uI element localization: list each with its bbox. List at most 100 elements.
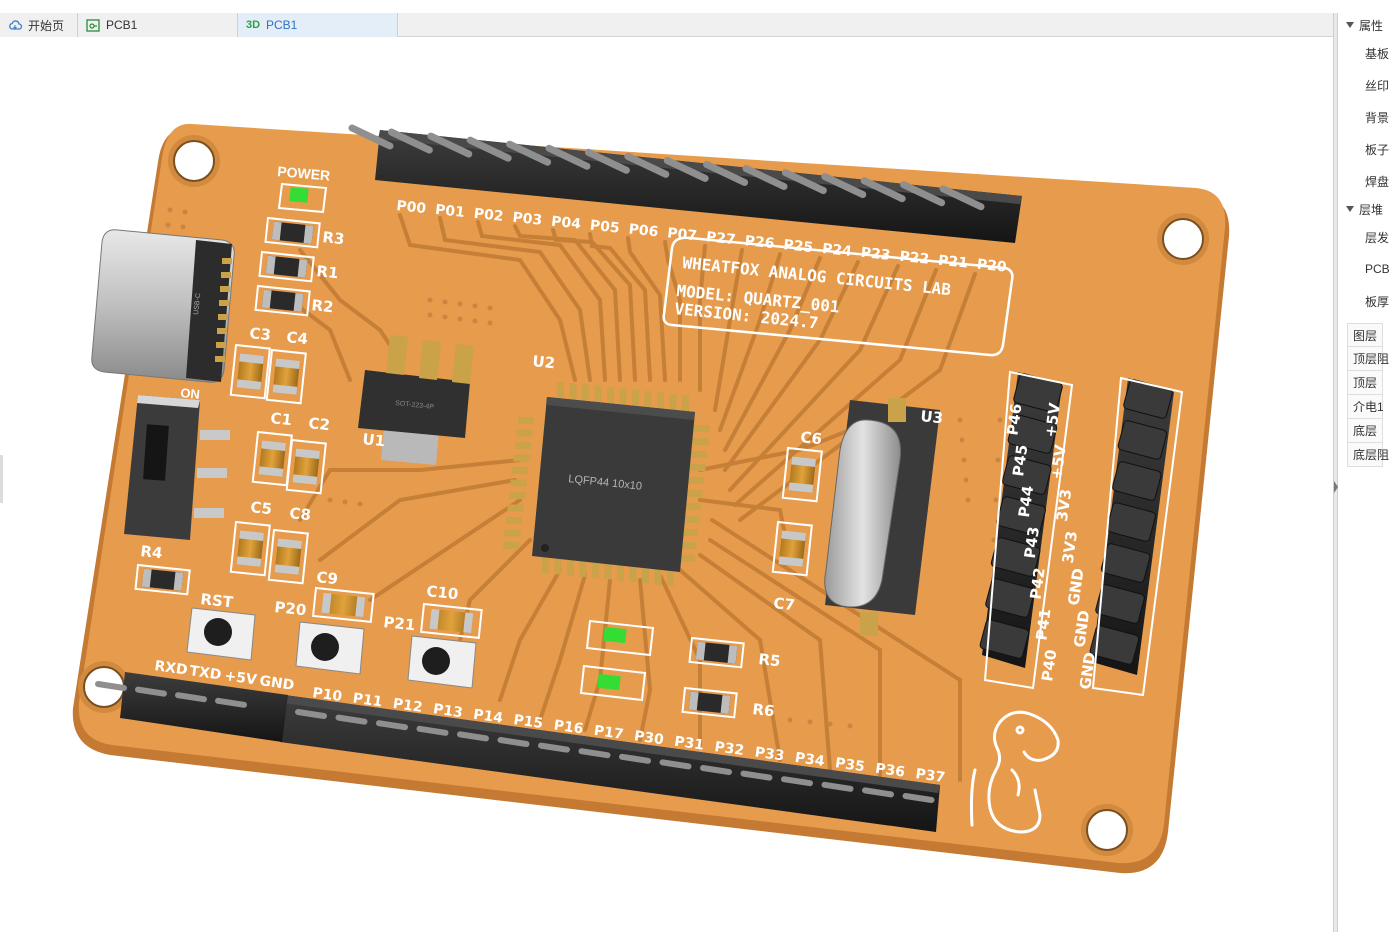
chip-pin [680, 542, 697, 549]
chip-pin [685, 503, 701, 510]
layer-row[interactable]: 顶层 [1347, 371, 1383, 395]
chip-pin [507, 504, 524, 512]
header-pin [860, 177, 906, 203]
header-pin [821, 781, 854, 792]
chip-pin [688, 477, 704, 484]
prop-row[interactable]: 板子 [1365, 142, 1390, 157]
prop-row[interactable]: 焊盘 [1365, 174, 1390, 189]
capacitor-pad [463, 612, 474, 634]
resistor-pad [688, 691, 699, 711]
silk-label: P41 [1032, 607, 1054, 641]
capacitor-pad [791, 456, 817, 467]
header-pin [1117, 420, 1168, 460]
chip-pin [582, 384, 589, 401]
header-pin [387, 128, 433, 154]
prop-row[interactable]: PCB [1365, 262, 1390, 276]
resistor-outline [134, 563, 191, 596]
chip-pin [542, 557, 549, 573]
chip-pin [682, 529, 698, 536]
tab-pcb1[interactable]: PCB1 [78, 13, 238, 37]
mcu-u2: LQFP44 10x10 [503, 382, 710, 586]
silk-label: C2 [308, 414, 331, 434]
panel-splitter[interactable] [1333, 13, 1338, 932]
prop-row[interactable]: 基板 [1365, 46, 1390, 61]
3d-viewport[interactable]: WHEATFOX ANALOG CIRCUITS LAB MODEL: QUAR… [3, 37, 1333, 932]
chip-pin [619, 388, 627, 405]
capacitor-pad [236, 379, 262, 390]
tactile-buttons [186, 607, 477, 689]
resistor-pad [173, 571, 184, 591]
silk-label: P07 [666, 225, 697, 244]
capacitor-pad [236, 556, 262, 567]
regulator-u1: SOT-223-4P [358, 335, 474, 465]
silk-label: R4 [140, 542, 164, 562]
silk-label: C10 [426, 582, 460, 603]
silk-label: P14 [472, 707, 504, 727]
silk-label: P13 [432, 701, 464, 721]
silk-label: P45 [1009, 443, 1031, 477]
slide-switch: ON [124, 385, 230, 540]
silk-label: P21 [937, 253, 968, 272]
left-collapse-handle[interactable] [0, 455, 3, 503]
prop-row[interactable]: 层发 [1365, 230, 1390, 245]
silk-label: C8 [289, 504, 312, 524]
silk-label: GND [1065, 567, 1088, 606]
capacitor-pad [274, 564, 300, 575]
silk-label: R5 [758, 650, 782, 670]
prop-row[interactable]: 丝印 [1365, 78, 1390, 93]
chip-pin [503, 542, 519, 549]
header-pin [427, 132, 473, 158]
chip-pin [686, 490, 703, 497]
silk-label: P34 [794, 750, 826, 770]
chip-pin [513, 454, 530, 462]
capacitor-pad [239, 530, 265, 541]
resistor-outline [254, 284, 311, 317]
layer-row[interactable]: 图层 [1347, 323, 1383, 347]
prop-row[interactable]: 板厚 [1365, 294, 1390, 309]
resistor-outline [688, 636, 745, 669]
header-pin [1089, 625, 1140, 665]
silk-label: P15 [512, 712, 544, 732]
silk-label: C3 [249, 324, 272, 344]
silk-label: P02 [473, 206, 504, 225]
tab-label: PCB1 [106, 18, 138, 32]
layer-row[interactable]: 顶层阻 [1347, 347, 1389, 371]
prop-row[interactable]: 背景 [1365, 110, 1390, 125]
silk-label: P20 [274, 598, 308, 619]
capacitor-pad [292, 474, 318, 485]
header-pin [902, 793, 935, 803]
resistor-pad [261, 289, 272, 309]
section-properties[interactable]: 属性 [1338, 13, 1383, 37]
silk-label: P32 [713, 739, 745, 759]
silk-label: 3V3 [1053, 488, 1075, 523]
capacitor-pad [258, 466, 284, 477]
silk-label: GND [1076, 651, 1099, 690]
header-pin [538, 742, 570, 753]
silk-label: P25 [783, 237, 814, 256]
silk-label: P05 [589, 218, 620, 237]
layer-row[interactable]: 底层 [1347, 419, 1383, 443]
header-pin [781, 776, 813, 787]
tab-start-page[interactable]: 开始页 [0, 13, 78, 37]
silk-label: P10 [311, 685, 343, 705]
chip-pin [689, 464, 706, 471]
capacitor-outline [419, 602, 483, 640]
header-pin [578, 748, 611, 759]
layer-row[interactable]: 介电1 [1347, 395, 1384, 419]
capacitor-outline [229, 343, 271, 400]
via-rows [165, 207, 1003, 729]
section-layer-stack[interactable]: 层堆 [1338, 197, 1383, 221]
regulator-label: SOT-223-4P [395, 400, 435, 411]
resistor-pad [141, 568, 152, 588]
capacitor-outline [267, 528, 309, 585]
silk-label: P27 [705, 229, 736, 248]
header-pin [1007, 414, 1058, 454]
pcb-3d-render: WHEATFOX ANALOG CIRCUITS LAB MODEL: QUAR… [72, 123, 1230, 874]
tab-3d-pcb1[interactable]: 3D PCB1 [238, 13, 398, 37]
collapse-arrow-icon [1334, 481, 1338, 493]
top-pin-header [348, 124, 1022, 243]
silk-label: U1 [362, 430, 386, 450]
header-pin [497, 737, 530, 747]
layer-row[interactable]: 底层阻 [1347, 443, 1389, 467]
